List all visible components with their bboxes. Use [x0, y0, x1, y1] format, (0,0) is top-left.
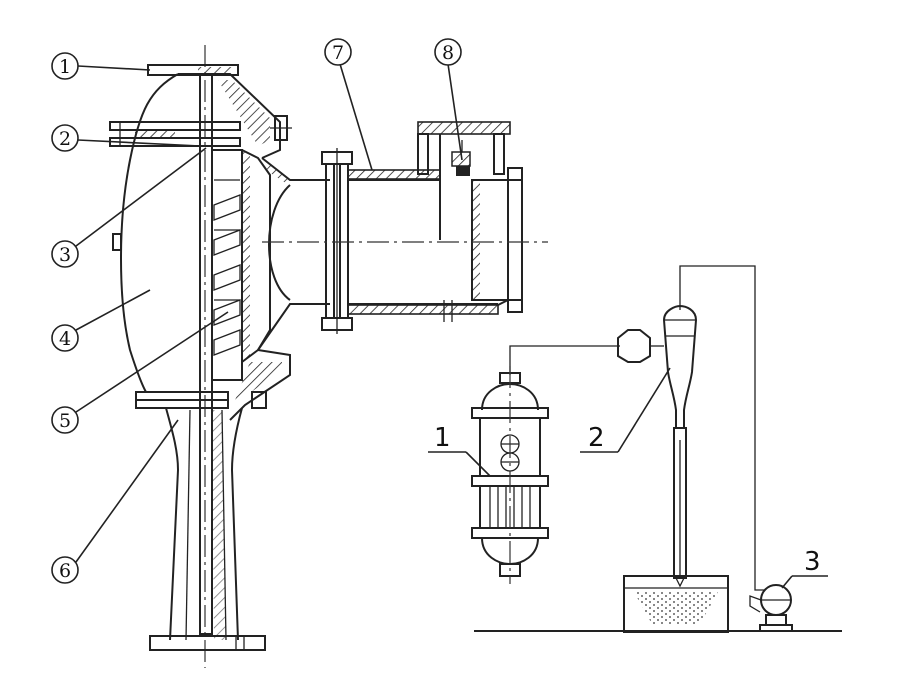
callout-1: 1: [51, 52, 151, 80]
system-schematic: 1 2 3: [428, 265, 842, 633]
svg-text:2: 2: [588, 423, 605, 453]
svg-text:1: 1: [434, 423, 451, 453]
pump-callouts: 1 2 3 4 5 6 7: [51, 38, 463, 584]
filter-vessel: [471, 366, 549, 584]
callout-8: 8: [434, 38, 463, 161]
system-label-2: 2: [580, 367, 671, 453]
ejector: [617, 304, 698, 588]
svg-text:8: 8: [442, 42, 454, 64]
impeller-vanes: [213, 179, 241, 356]
svg-text:2: 2: [59, 128, 71, 150]
pump-assembly: [109, 45, 548, 668]
callout-6: 6: [51, 419, 179, 584]
svg-text:6: 6: [59, 560, 71, 582]
svg-text:4: 4: [59, 328, 71, 350]
callout-5: 5: [51, 311, 229, 434]
system-label-3: 3: [781, 547, 828, 589]
shaft: [199, 73, 213, 635]
lower-flange: [135, 391, 229, 401]
discharge-pipe: [257, 121, 548, 351]
water-tank: [623, 575, 729, 633]
callout-2: 2: [51, 124, 201, 152]
svg-text:5: 5: [59, 410, 71, 432]
svg-text:7: 7: [332, 42, 344, 64]
pipe-flange-left: [325, 163, 335, 319]
suction-column: [165, 407, 243, 641]
svg-text:1: 1: [59, 56, 71, 78]
pipe-pump-to-ejector: [679, 265, 765, 591]
callout-4: 4: [51, 289, 151, 352]
pipe-flange-right: [339, 163, 349, 319]
callout-7: 7: [324, 38, 373, 171]
lower-bolt: [251, 391, 267, 409]
side-boss: [112, 233, 122, 251]
svg-text:3: 3: [804, 547, 821, 577]
svg-text:3: 3: [59, 244, 71, 266]
pipe-filter-to-ejector: [509, 345, 620, 375]
system-label-1: 1: [428, 423, 491, 477]
circulation-pump: [749, 584, 793, 632]
base-plate: [149, 635, 266, 651]
callout-3: 3: [51, 147, 207, 268]
